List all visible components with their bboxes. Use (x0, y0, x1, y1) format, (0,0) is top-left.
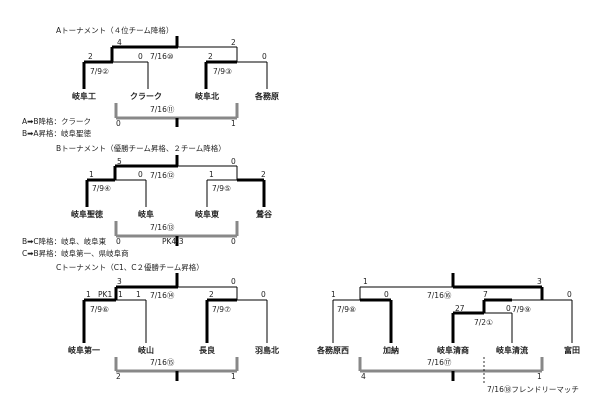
b-sf2-left-score: 1 (209, 170, 214, 179)
b-sf1-right-score: 0 (138, 170, 143, 179)
c2-third-right-score: 1 (537, 372, 542, 381)
a-third-right-score: 1 (231, 119, 236, 128)
c-sf1-left-score: 1 (86, 290, 91, 299)
b-team-1: 岐阜聖徳 (71, 209, 103, 219)
b-sf1-label: 7/9④ (92, 184, 111, 193)
a-final-label: 7/16⑩ (150, 52, 174, 61)
c-final-right-score: 0 (231, 277, 236, 286)
c2-third-label: 7/16⑰ (427, 358, 452, 367)
a-final-right-score: 2 (231, 38, 236, 47)
b-third-label: 7/16⑬ (150, 223, 175, 232)
c-third-right-score: 1 (231, 372, 236, 381)
b-final-label: 7/16⑫ (150, 171, 175, 180)
c-team-2: 岐山 (138, 345, 154, 355)
tournament-c2: 1 3 7/16⑯ 1 0 7/9⑧ 7 0 7/9⑨ 27 0 7/2① 各務… (316, 273, 580, 394)
c2-team-2: 加納 (382, 345, 399, 355)
c-sf1-right-score: 1 (136, 290, 141, 299)
c2-sf2-right-score: 0 (567, 290, 572, 299)
b-sf2-right-score: 2 (261, 170, 266, 179)
note-c-to-b: C➡B昇格：岐阜第一、県岐阜商 (22, 248, 129, 258)
c-final-left-score: 3 (117, 277, 122, 286)
c2-team-3: 岐阜清商 (437, 345, 469, 355)
note-b-to-c: B➡C降格：岐阜、岐阜東 (22, 236, 107, 246)
a-sf2-left-score: 2 (208, 52, 213, 61)
c-sf1-label: 7/9⑥ (90, 305, 109, 314)
c-sf1-pk-right: 1 (118, 290, 123, 299)
b-third-right-score: 0 (231, 237, 236, 246)
b-final-left-score: 5 (117, 157, 122, 166)
b-sf2-label: 7/9⑤ (212, 184, 231, 193)
c-team-1: 岐阜第一 (68, 345, 100, 355)
tournament-c1: Cトーナメント（C1、C２優勝チーム昇格） 3 0 7/16⑭ 1 PK1 1 … (56, 262, 279, 381)
c2-friendly-label: 7/16⑱フレンドリーマッチ (487, 385, 579, 394)
tournament-b-title: Bトーナメント（優勝チーム昇格、２チーム降格） (56, 143, 226, 153)
c2-sf1-left-score: 1 (331, 290, 336, 299)
b-sf1-left-score: 1 (89, 170, 94, 179)
a-team-4: 各務原 (254, 91, 279, 101)
note-b-to-a: B➡A昇格：岐阜聖徳 (22, 128, 92, 138)
c-team-4: 羽島北 (255, 345, 279, 355)
a-sf2-label: 7/9③ (213, 67, 232, 76)
tournament-a: Aトーナメント（４位チーム降格） 4 2 7/16⑩ 2 0 7/9② 2 0 … (56, 25, 279, 128)
b-final-right-score: 0 (231, 157, 236, 166)
c-final-label: 7/16⑭ (150, 291, 175, 300)
tournament-a-title: Aトーナメント（４位チーム降格） (56, 25, 173, 35)
tournament-b: Bトーナメント（優勝チーム昇格、２チーム降格） 5 0 7/16⑫ 1 0 7/… (56, 143, 273, 246)
a-sf1-left-score: 2 (88, 52, 93, 61)
c2-team-4: 岐阜清流 (496, 345, 528, 355)
a-team-2: クラーク (130, 91, 162, 101)
a-final-left-score: 4 (117, 38, 122, 47)
a-sf1-label: 7/9② (90, 67, 109, 76)
c2-sf2-left-score: 7 (483, 290, 488, 299)
a-sf1-right-score: 0 (138, 52, 143, 61)
a-team-1: 岐阜工 (72, 91, 96, 101)
b-team-4: 鶯谷 (256, 209, 273, 219)
tournament-c-title: Cトーナメント（C1、C２優勝チーム昇格） (56, 262, 204, 272)
c2-final-label: 7/16⑯ (427, 291, 452, 300)
c2-third-left-score: 4 (361, 372, 366, 381)
c2-pre-label: 7/2① (474, 318, 493, 327)
c2-sf1-label: 7/9⑧ (337, 305, 356, 314)
c-third-label: 7/16⑮ (150, 358, 175, 367)
b-team-2: 岐阜 (138, 209, 154, 219)
c2-sf1-right-score: 0 (384, 290, 389, 299)
c2-team-1: 各務原西 (316, 345, 349, 355)
c-team-3: 長良 (199, 345, 215, 355)
b-team-3: 岐阜東 (195, 209, 219, 219)
a-sf2-right-score: 0 (262, 52, 267, 61)
a-third-label: 7/16⑪ (150, 105, 175, 114)
c-third-left-score: 2 (116, 372, 121, 381)
b-third-left-score: 0 (116, 237, 121, 246)
c2-team-5: 富田 (564, 345, 580, 355)
c-sf2-label: 7/9⑦ (212, 305, 231, 314)
a-team-3: 岐阜北 (195, 91, 219, 101)
b-third-pk: PK4-3 (162, 237, 184, 246)
c-sf2-right-score: 0 (261, 290, 266, 299)
c2-pre-left-score: 27 (455, 304, 465, 313)
c2-final-right-score: 3 (537, 277, 542, 286)
c2-sf2-label: 7/9⑨ (512, 305, 531, 314)
note-a-to-b: A➡B降格：クラーク (22, 116, 91, 126)
a-third-left-score: 0 (116, 119, 121, 128)
c2-final-left-score: 1 (363, 277, 368, 286)
c-sf1-pk-left: PK1 (98, 290, 112, 299)
c-sf2-left-score: 2 (209, 290, 214, 299)
c2-pre-right-score: 0 (506, 304, 511, 313)
